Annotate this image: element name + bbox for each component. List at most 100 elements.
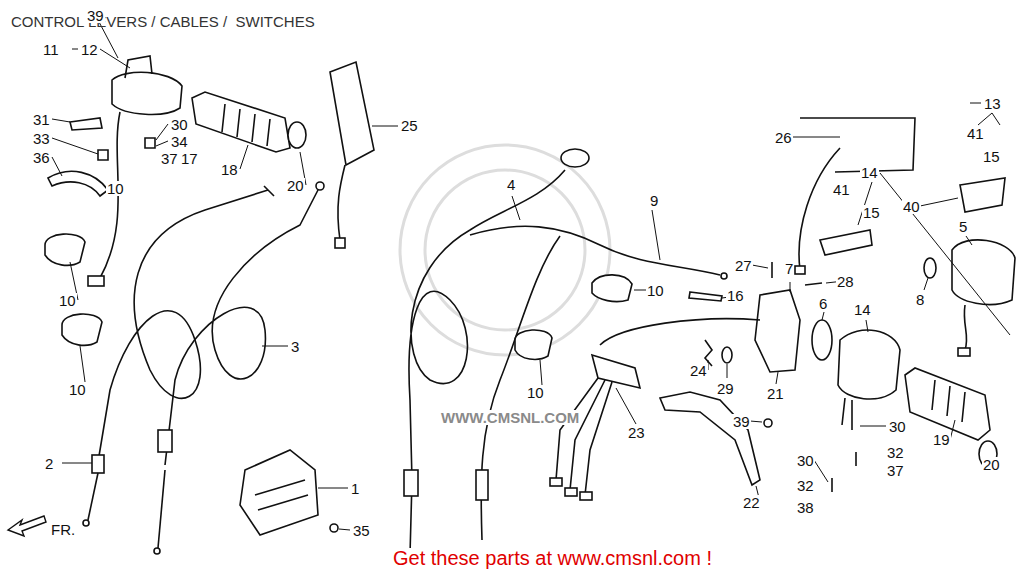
watermark: WWW.CMSNL.COM: [440, 410, 580, 425]
watermark-logo: [400, 145, 610, 355]
callout-number: 33: [32, 131, 51, 146]
drawing-stroke: [905, 368, 990, 440]
drawing-stroke: [288, 122, 306, 148]
drawing-stroke: [600, 319, 760, 345]
drawing-stroke: [222, 104, 270, 146]
right-lever-group: [515, 262, 822, 500]
drawing-stroke: [592, 355, 640, 388]
drawing-stroke: [764, 419, 772, 427]
drawing-stroke: [580, 492, 592, 500]
drawing-stroke: [540, 360, 778, 385]
drawing-stroke: [156, 124, 168, 146]
callout-number: 5: [958, 219, 968, 234]
drawing-stroke: [255, 480, 308, 510]
drawing-stroke: [812, 320, 832, 360]
drawing-stroke: [62, 314, 102, 345]
drawing-stroke: [470, 226, 720, 275]
callout-number: 23: [627, 425, 646, 440]
drawing-stroke: [964, 305, 966, 350]
direction-label: FR.: [50, 522, 76, 537]
callout-number: 20: [286, 178, 305, 193]
drawing-stroke: [98, 190, 268, 462]
drawing-stroke: [958, 348, 970, 356]
drawing-stroke: [858, 173, 1010, 335]
callout-number: 10: [58, 293, 77, 308]
callout-number: 40: [902, 199, 921, 214]
drawing-stroke: [820, 230, 872, 255]
callout-number: 3: [290, 339, 300, 354]
drawing-stroke: [52, 119, 98, 176]
drawing-stroke: [45, 234, 85, 265]
drawing-stroke: [98, 150, 108, 160]
drawing-stroke: [592, 275, 632, 302]
drawing-stroke: [565, 488, 577, 496]
callout-number: 10: [646, 283, 665, 298]
callout-number: 41: [832, 182, 851, 197]
drawing-stroke: [616, 388, 990, 468]
drawing-stroke: [154, 548, 160, 554]
callout-number: 30: [170, 117, 189, 132]
callout-number: 18: [220, 162, 239, 177]
callout-number: 30: [796, 453, 815, 468]
drawing-stroke: [556, 378, 612, 495]
callout-number: 14: [853, 302, 872, 317]
diagram-title: CONTROL LEVERS / CABLES / SWITCHES: [10, 14, 316, 29]
callout-number: 36: [32, 150, 51, 165]
drawing-stroke: [62, 262, 288, 463]
cover-part: [240, 450, 338, 535]
drawing-stroke: [795, 266, 805, 274]
drawing-stroke: [960, 178, 1005, 212]
drawing-stroke: [88, 276, 104, 286]
callout-number: 15: [982, 149, 1001, 164]
callout-number: 37: [886, 463, 905, 478]
drawing-stroke: [192, 92, 290, 152]
drawing-stroke: [240, 126, 398, 185]
left-switch-group: [45, 56, 306, 345]
callout-number: 32: [886, 445, 905, 460]
drawing-stroke: [165, 190, 318, 465]
drawing-stroke: [70, 118, 102, 130]
drawing-stroke: [316, 182, 324, 190]
callout-number: 20: [982, 457, 1001, 472]
drawing-stroke: [158, 430, 172, 452]
drawing-stroke: [722, 347, 732, 363]
drawing-stroke: [425, 170, 585, 330]
callout-number: 25: [400, 118, 419, 133]
drawing-stroke: [689, 292, 722, 301]
callout-number: 10: [106, 181, 125, 196]
callout-number: 10: [526, 385, 545, 400]
callout-number: 27: [734, 258, 753, 273]
drawing-stroke: [145, 138, 155, 148]
callout-number: 13: [983, 96, 1002, 111]
callout-number: 21: [766, 386, 785, 401]
callout-number: 19: [932, 432, 951, 447]
drawing-stroke: [838, 330, 900, 399]
drawing-stroke: [48, 171, 108, 196]
callout-number: 10: [68, 382, 87, 397]
leader-lines: [52, 20, 1010, 530]
drawing-stroke: [83, 520, 89, 526]
drawing-stroke: [755, 290, 800, 372]
drawing-stroke: [771, 262, 773, 278]
clutch-cables: [404, 149, 727, 555]
drawing-stroke: [550, 478, 562, 486]
drawing-stroke: [8, 516, 46, 536]
drawing-stroke: [158, 470, 165, 548]
drawing-stroke: [318, 196, 660, 530]
callout-number: 12: [80, 42, 99, 57]
callout-number: 1: [350, 481, 360, 496]
callout-number: 17: [180, 151, 199, 166]
callout-number: 24: [689, 363, 708, 378]
drawing-stroke: [634, 278, 928, 332]
drawing-stroke: [721, 273, 727, 279]
drawing-stroke: [481, 236, 560, 540]
callout-number: 39: [732, 414, 751, 429]
callout-number: 2: [44, 456, 54, 471]
callout-number: 39: [86, 8, 105, 23]
front-arrow: [8, 516, 46, 536]
callout-number: 34: [170, 134, 189, 149]
callout-number: 35: [352, 523, 371, 538]
drawing-stroke: [660, 392, 760, 485]
callout-number: 41: [966, 126, 985, 141]
